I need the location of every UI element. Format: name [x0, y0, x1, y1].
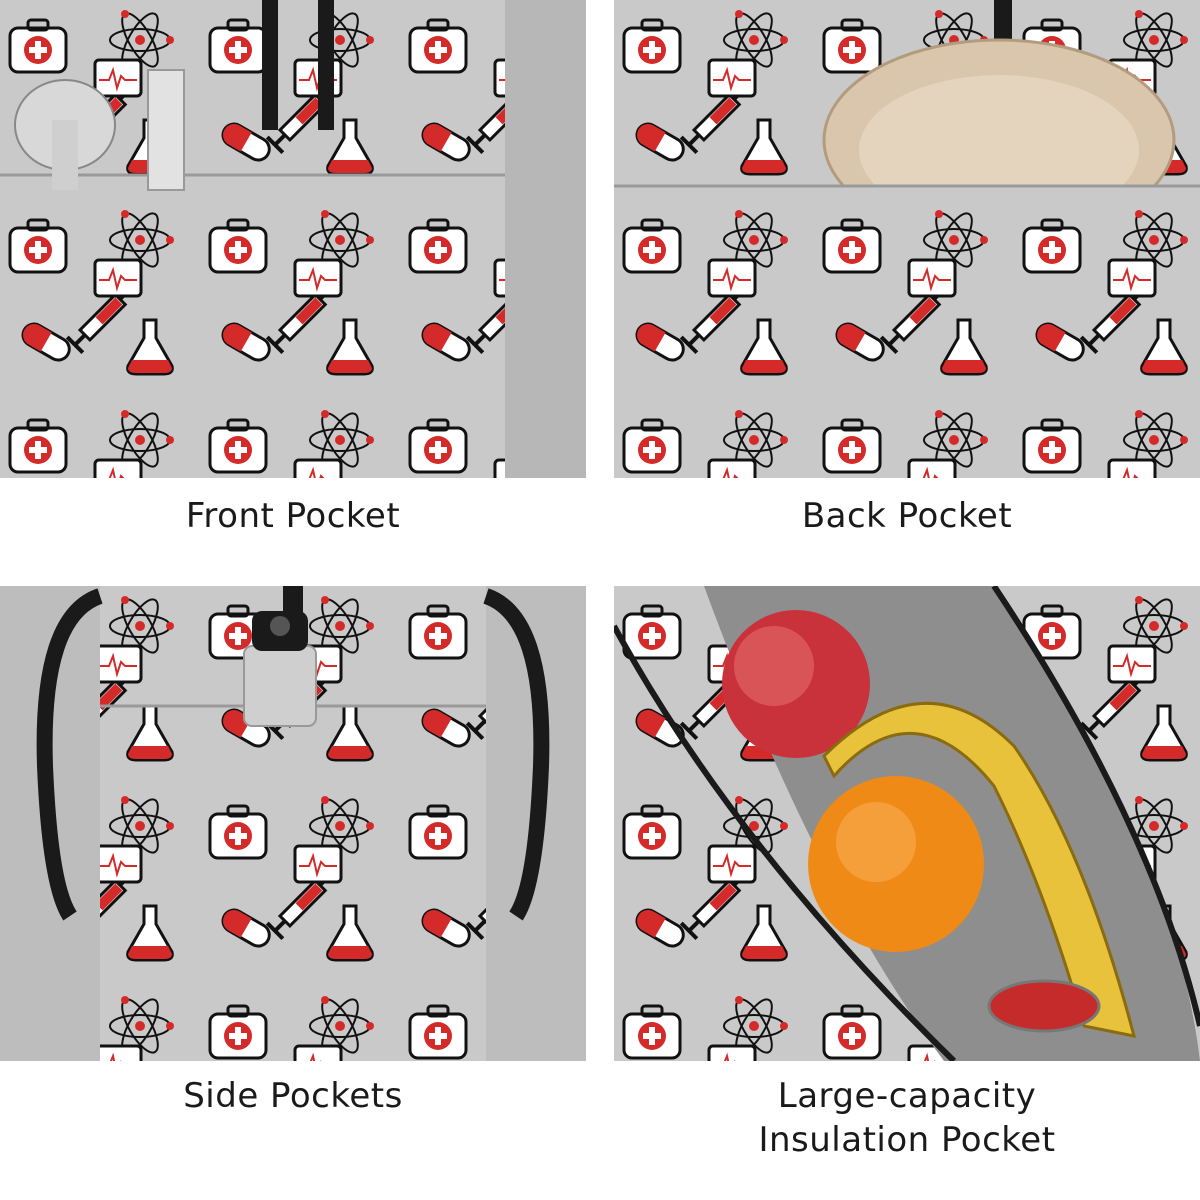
insulation-pocket-photo: [614, 586, 1200, 1061]
back-pocket-photo: [614, 0, 1200, 478]
caption-text: Front Pocket: [185, 496, 401, 536]
caption-text: Back Pocket: [801, 496, 1013, 536]
caption-text: Side Pockets: [183, 1076, 403, 1116]
back-pocket-caption: Back Pocket: [614, 494, 1200, 538]
caption-line-2: Insulation Pocket: [758, 1120, 1056, 1160]
insulation-pocket-caption: Large-capacity Insulation Pocket: [614, 1074, 1200, 1162]
front-pocket-caption: Front Pocket: [0, 494, 586, 538]
front-pocket-photo: [0, 0, 586, 478]
side-pockets-photo: [0, 586, 586, 1061]
caption-line-1: Large-capacity: [777, 1076, 1037, 1116]
side-pockets-caption: Side Pockets: [0, 1074, 586, 1118]
